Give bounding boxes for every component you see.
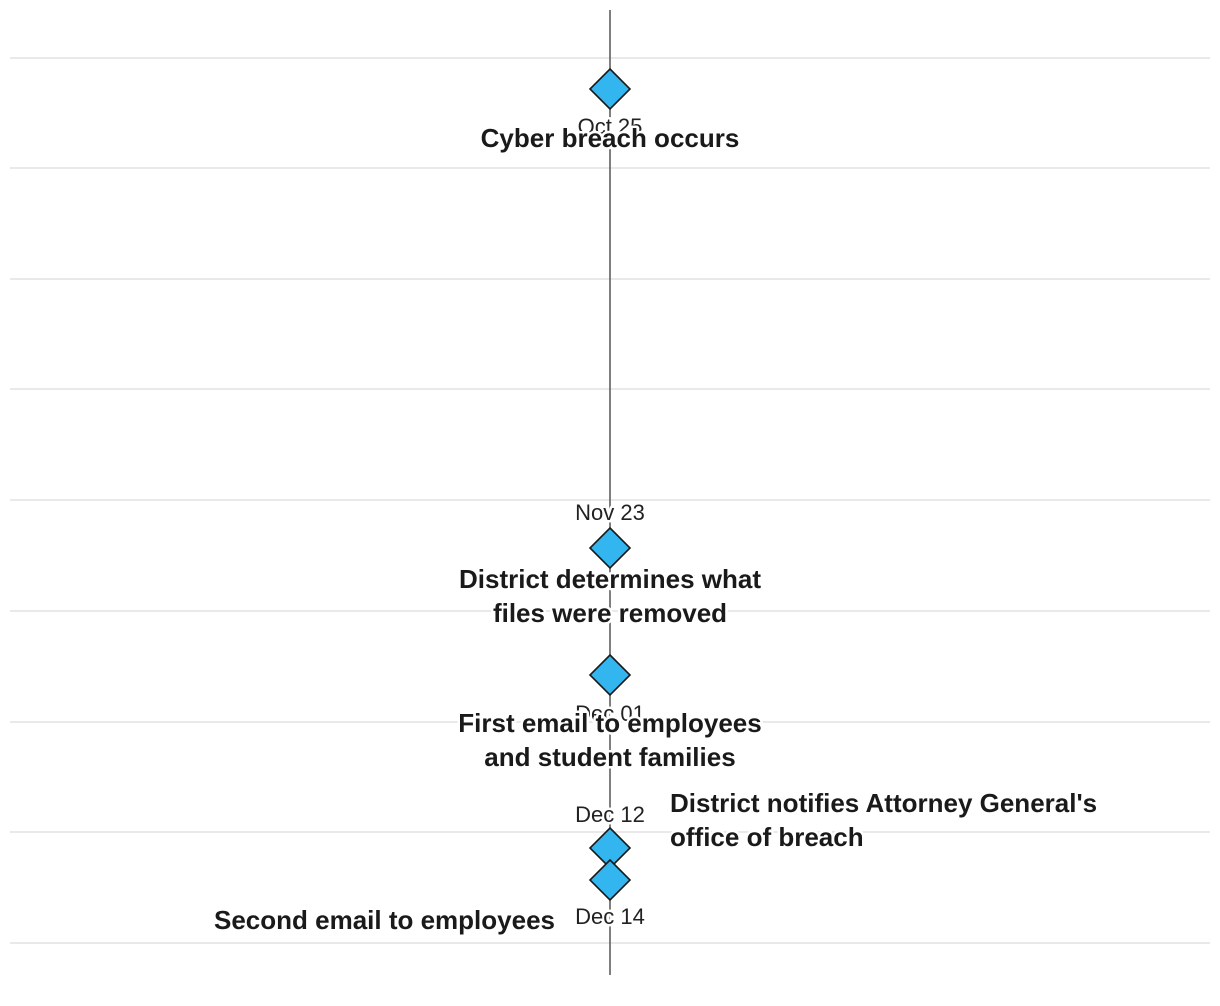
event-description: District notifies Attorney General's offi… (670, 788, 1097, 852)
event-description: Cyber breach occurs (481, 123, 740, 153)
event-date-label: Dec 01 (575, 701, 645, 726)
event-date-label: Nov 23 (575, 500, 645, 525)
event-description-line: Cyber breach occurs (481, 123, 740, 153)
event-marker (588, 67, 632, 111)
event-description: District determines what files were remov… (459, 564, 761, 628)
event-marker (588, 526, 632, 570)
event-markers (588, 67, 632, 902)
event-date-label: Dec 14 (575, 904, 645, 929)
event-description: First email to employees and student fami… (458, 708, 761, 772)
event-description-line: files were removed (493, 598, 727, 628)
event-description-line: and student families (484, 742, 735, 772)
event-description: Second email to employees (214, 905, 555, 935)
event-marker (588, 653, 632, 697)
event-description-line: District notifies Attorney General's (670, 788, 1097, 818)
event-date-label: Oct 25 (578, 114, 643, 139)
event-description-line: First email to employees (458, 708, 761, 738)
event-description-line: Second email to employees (214, 905, 555, 935)
event-marker (588, 858, 632, 902)
event-description-line: District determines what (459, 564, 761, 594)
event-description-line: office of breach (670, 822, 864, 852)
event-date-label: Dec 12 (575, 802, 645, 827)
